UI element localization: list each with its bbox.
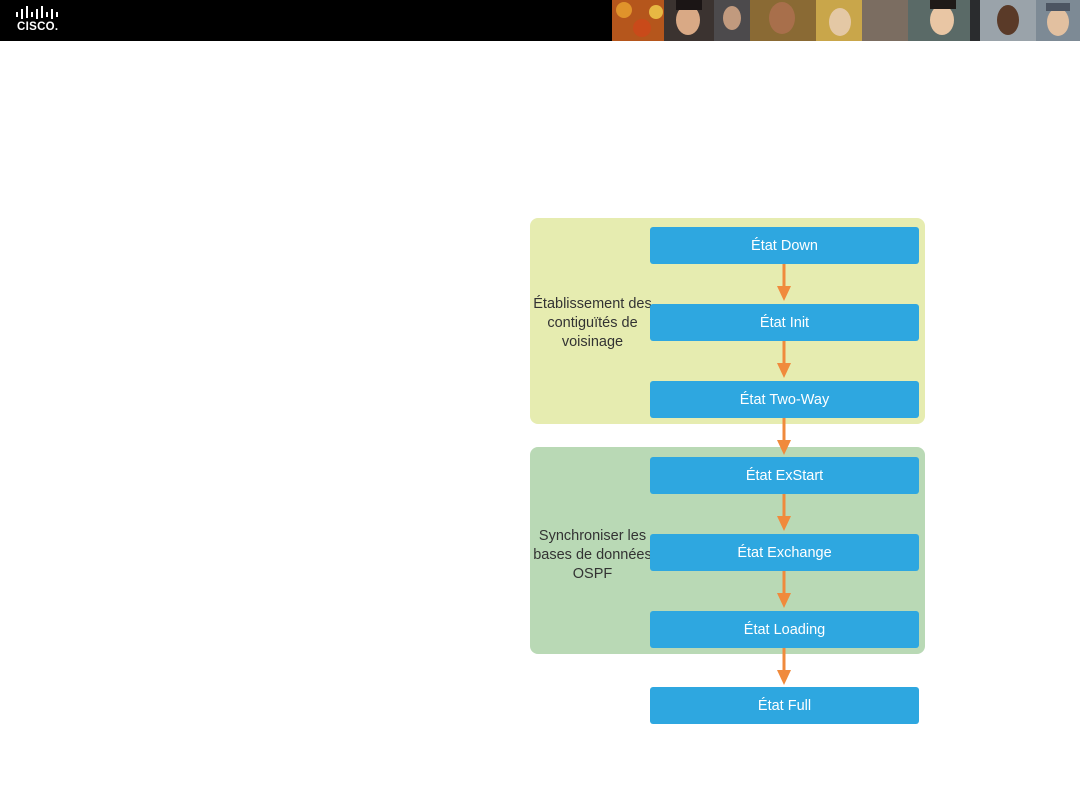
arrow-down-icon [777,418,791,455]
state-exchange: État Exchange [650,534,919,571]
arrow-down-icon [777,571,791,608]
state-init: État Init [650,304,919,341]
people-photo-strip [612,0,1080,41]
state-two-way: État Two-Way [650,381,919,418]
cisco-logo: CISCO. [16,6,66,36]
arrow-down-icon [777,264,791,301]
header-bar: CISCO. [0,0,1080,41]
arrow-down-icon [777,494,791,531]
state-loading: État Loading [650,611,919,648]
arrow-down-icon [777,341,791,378]
state-full: État Full [650,687,919,724]
group-label-adjacency: Établissement des contiguïtés de voisina… [533,296,652,350]
arrow-down-icon [777,648,791,685]
cisco-bars-icon [16,6,58,19]
state-exstart: État ExStart [650,457,919,494]
group-label-sync: Synchroniser les bases de données OSPF [533,528,652,582]
cisco-logo-text: CISCO. [17,21,59,33]
state-down: État Down [650,227,919,264]
